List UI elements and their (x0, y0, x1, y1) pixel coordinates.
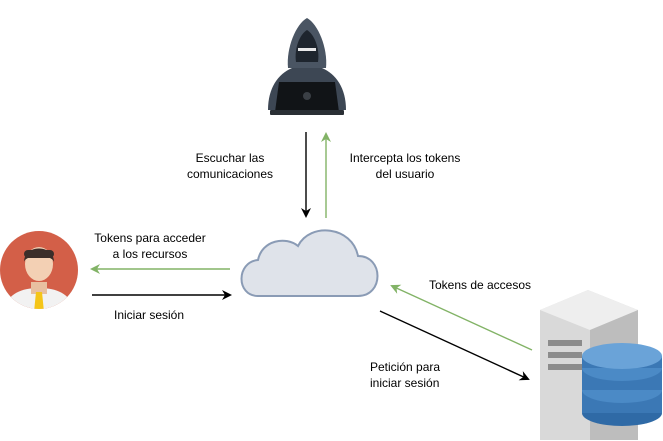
label-tokens-grant: Tokens de accesos (428, 278, 532, 292)
hacker-icon (268, 18, 346, 115)
label-intercept: Intercepta los tokens del usuario (349, 151, 461, 181)
label-listen: Escuchar las comunicaciones (186, 151, 274, 181)
arrow-request (379, 310, 530, 381)
arrow-tokens-grant (390, 284, 533, 351)
label-login: Iniciar sesión (113, 308, 185, 322)
label-request: Petición para iniciar sesión (370, 360, 441, 390)
cloud-icon (240, 229, 379, 297)
database-server-icon (540, 290, 662, 440)
user-avatar-icon (0, 231, 78, 309)
label-tokens-access: Tokens para acceder a los recursos (94, 231, 206, 261)
